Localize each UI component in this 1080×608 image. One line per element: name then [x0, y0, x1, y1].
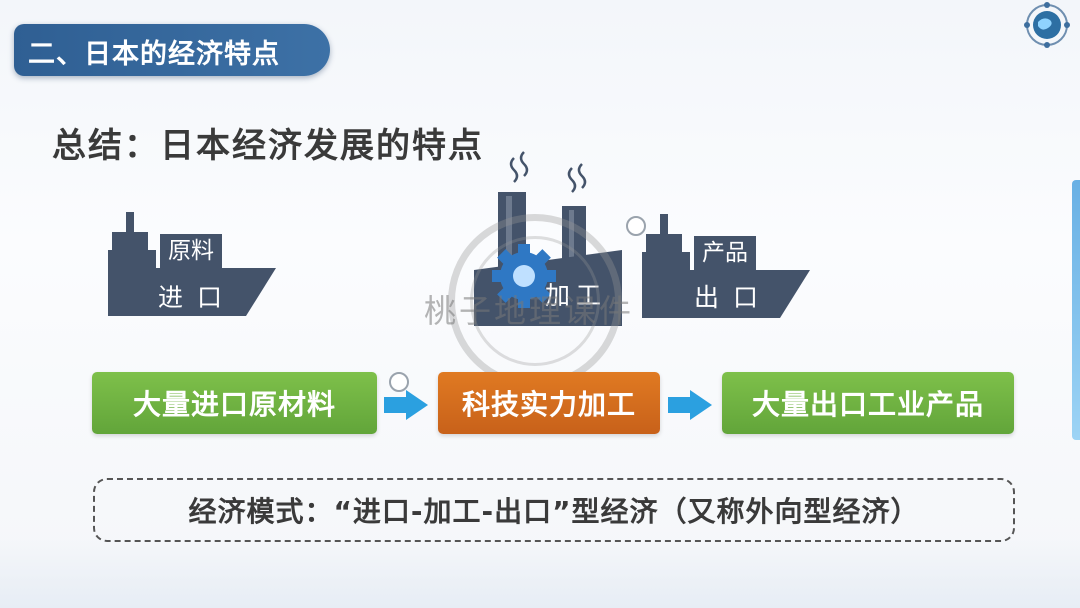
watermark-text: 桃子地理课件	[424, 286, 634, 332]
globe-logo-icon	[1024, 2, 1070, 48]
summary-title: 总结：日本经济发展的特点	[52, 118, 484, 167]
decor-circle	[626, 216, 646, 236]
export-cargo-label: 产品	[694, 236, 756, 270]
section-tag-label: 二、日本的经济特点	[28, 32, 280, 71]
section-tag: 二、日本的经济特点	[14, 24, 330, 76]
step-import-materials: 大量进口原材料	[92, 372, 377, 434]
step-tech-processing: 科技实力加工	[438, 372, 660, 434]
arrow-right-icon	[668, 388, 714, 422]
import-cargo-label: 原料	[160, 234, 222, 268]
import-hull-label: 进口	[158, 278, 236, 314]
step-export-products: 大量出口工业产品	[722, 372, 1014, 434]
export-hull-label: 出口	[694, 278, 772, 314]
arrow-right-icon	[384, 388, 430, 422]
edge-accent	[1072, 180, 1080, 440]
bottom-gradient	[0, 538, 1080, 608]
economic-mode-text: 经济模式：“进口-加工-出口”型经济（又称外向型经济）	[188, 490, 919, 530]
economic-mode-box: 经济模式：“进口-加工-出口”型经济（又称外向型经济）	[93, 478, 1015, 542]
